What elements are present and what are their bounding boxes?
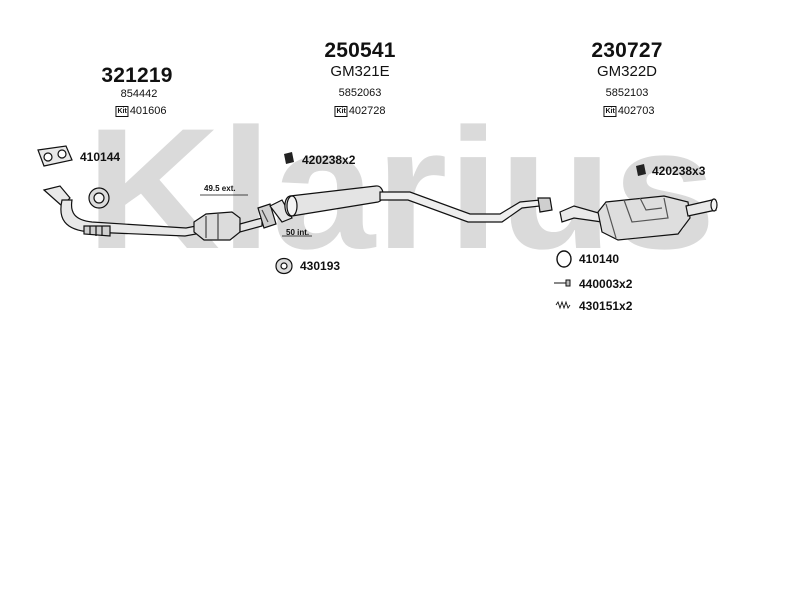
part-label-clamp-right[interactable]: 420238x3 <box>652 164 706 178</box>
clamp-icon <box>284 152 646 176</box>
kit-icon: Kit <box>603 106 617 117</box>
ring-icon <box>556 250 572 268</box>
kit-icon: Kit <box>334 106 348 117</box>
section-1-code: 321219 <box>101 64 173 87</box>
section-1-oe: 854442 <box>120 88 158 100</box>
part-label-bolt[interactable]: 440003x2 <box>579 277 633 291</box>
kit-icon: Kit <box>115 106 129 117</box>
part-label-rubber-mount[interactable]: 430193 <box>300 259 341 273</box>
front-pipe-part[interactable] <box>42 185 197 237</box>
section-2-oe: 5852063 <box>338 87 382 99</box>
part-label-clamp-left[interactable]: 420238x2 <box>302 153 356 167</box>
section-3-kit-number: 402703 <box>617 105 655 117</box>
middle-silencer-part[interactable] <box>269 185 553 223</box>
catalytic-converter-part[interactable] <box>193 203 277 241</box>
section-3-oe: 5852103 <box>605 87 649 99</box>
mount-icon <box>275 257 293 275</box>
brand-watermark: Klarius <box>86 93 716 285</box>
part-label-ring[interactable]: 410140 <box>579 252 620 266</box>
spring-icon <box>555 300 571 310</box>
flange-icon <box>88 187 110 209</box>
dimension-ext: 49.5 ext. <box>204 184 236 193</box>
part-label-spring[interactable]: 430151x2 <box>579 299 633 313</box>
section-1-kit-number: 401606 <box>129 105 167 117</box>
gasket-icon <box>37 145 73 167</box>
section-2-ref: GM321E <box>330 63 390 80</box>
bolt-icon <box>554 279 571 287</box>
rear-silencer-part[interactable] <box>559 195 718 241</box>
section-3-code: 230727 <box>591 39 663 62</box>
section-2-kit-number: 402728 <box>348 105 386 117</box>
part-label-gasket[interactable]: 410144 <box>80 150 121 164</box>
section-2-code: 250541 <box>324 39 396 62</box>
dimension-int: 50 int. <box>286 228 310 237</box>
section-3-ref: GM322D <box>596 63 658 80</box>
